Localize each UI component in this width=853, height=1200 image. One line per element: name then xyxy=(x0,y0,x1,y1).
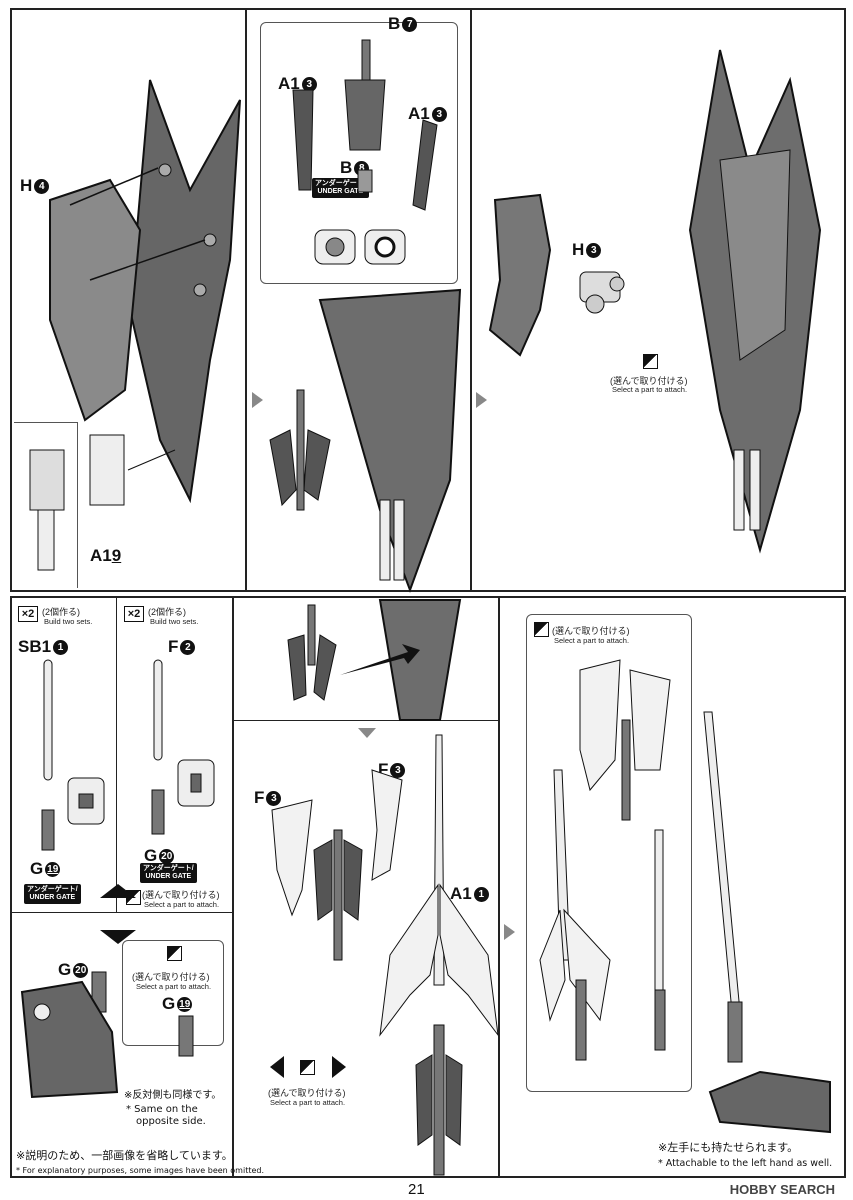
right-hand-spear-illustration xyxy=(703,711,831,1134)
note-omitted-jp: ※説明のため、一部画像を省略しています。 xyxy=(16,1149,233,1162)
select-part-en-mid: Select a part to attach. xyxy=(270,1098,346,1107)
label-a19: A19 xyxy=(90,546,122,565)
hand-grip-illustration xyxy=(20,971,119,1099)
select-part-jp-mid: (選んで取り付ける) xyxy=(268,1088,346,1098)
note-opposite-en-1: * Same on the xyxy=(126,1104,198,1115)
select-icon-mid xyxy=(300,1060,315,1075)
select-icon-g xyxy=(167,946,182,961)
a19-part-illustration xyxy=(29,434,176,571)
select-part-en-right: Select a part to attach. xyxy=(554,636,630,645)
x2-mark-sb1: ×2 xyxy=(18,606,38,622)
x2-en-f2: Build two sets. xyxy=(150,617,199,626)
shield-closeup-illustration xyxy=(269,288,462,593)
top-divider-1 xyxy=(245,10,247,590)
right-weapons-illustration xyxy=(539,659,671,1061)
b7-assembly-illustration xyxy=(292,39,438,265)
select-icon-right xyxy=(534,622,549,637)
top-divider-2 xyxy=(470,10,472,590)
bottom-divider-1 xyxy=(116,598,117,912)
under-gate-badge-g19: アンダーゲート/UNDER GATE xyxy=(24,884,81,904)
bottom-divider-3 xyxy=(498,598,500,1176)
under-gate-badge-b8: アンダーゲート/UNDER GATE xyxy=(312,178,369,198)
x2-jp-sb1: (2個作る) xyxy=(42,607,80,617)
select-part-en-top: Select a part to attach. xyxy=(612,385,688,394)
f2-part-illustration xyxy=(151,659,215,835)
step-arrow-2 xyxy=(476,392,487,408)
step-arrow-1 xyxy=(252,392,263,408)
x2-mark-f2: ×2 xyxy=(124,606,144,622)
bottom-hdivider xyxy=(12,912,232,913)
note-opposite-jp: ※反対側も同様です。 xyxy=(124,1090,222,1101)
completed-shield-illustration xyxy=(688,49,822,554)
sb11-part-illustration xyxy=(41,659,105,851)
select-part-jp-top: (選んで取り付ける) xyxy=(610,376,688,386)
handle-attach-illustration xyxy=(287,599,462,721)
select-part-jp-right: (選んで取り付ける) xyxy=(552,626,630,636)
a11-halberd-illustration xyxy=(379,734,499,1176)
top-panel xyxy=(10,8,846,592)
arm-illustration xyxy=(488,193,552,357)
select-part-jp-g: (選んで取り付ける) xyxy=(132,972,210,982)
select-box-g xyxy=(122,940,224,1046)
select-part-jp-f2: (選んで取り付ける) xyxy=(142,890,220,900)
under-gate-badge-g20: アンダーゲート/UNDER GATE xyxy=(140,863,197,883)
note-left-hand-en: * Attachable to the left hand as well. xyxy=(658,1158,833,1169)
f3-blades-illustration xyxy=(271,769,403,961)
select-part-en-f2: Select a part to attach. xyxy=(144,900,220,909)
g19-part-b-illustration xyxy=(178,1015,194,1057)
select-icon-top xyxy=(643,354,658,369)
left-right-arrow-icon xyxy=(270,1056,346,1078)
note-opposite-en-2: opposite side. xyxy=(136,1116,206,1127)
bottom-divider-2 xyxy=(232,598,234,1176)
wing-shield-illustration xyxy=(49,79,241,504)
bottom-panel xyxy=(10,596,846,1178)
x2-jp-f2: (2個作る) xyxy=(148,607,186,617)
callout-box-b7 xyxy=(260,22,458,284)
x2-en-sb1: Build two sets. xyxy=(44,617,93,626)
up-down-arrow-icon xyxy=(100,884,136,944)
note-left-hand-jp: ※左手にも持たせられます。 xyxy=(658,1141,799,1154)
page-number: 21 xyxy=(408,1181,425,1198)
step-arrow-down xyxy=(358,728,376,738)
step-arrow-3 xyxy=(504,924,515,940)
select-part-en-g: Select a part to attach. xyxy=(136,982,212,991)
inset-box-a19 xyxy=(14,422,78,588)
h3-part-illustration xyxy=(579,271,625,314)
note-omitted-en: * For explanatory purposes, some images … xyxy=(16,1166,265,1175)
bottom-hdivider-mid xyxy=(234,720,498,721)
watermark: HOBBY SEARCH xyxy=(729,1182,835,1197)
select-box-right xyxy=(526,614,692,1092)
